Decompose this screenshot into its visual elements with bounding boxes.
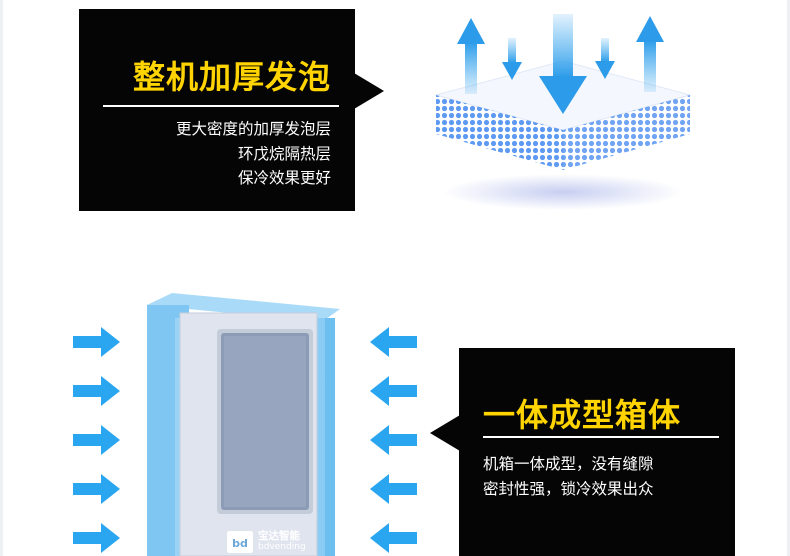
arrow-right-icon [73, 327, 120, 357]
cabinet-callout: 一体成型箱体 机箱一体成型，没有缝隙 密封性强，锁冷效果出众 [459, 348, 735, 556]
callout-pointer [430, 415, 460, 451]
arrow-right-group [73, 327, 120, 553]
svg-text:bd: bd [232, 537, 248, 550]
arrow-right-icon [73, 523, 120, 553]
arrow-up-icon [636, 16, 664, 92]
arrow-left-group [370, 327, 417, 553]
divider [483, 436, 719, 438]
divider [103, 105, 339, 107]
foam-callout: 整机加厚发泡 更大密度的加厚发泡层 环戊烷隔热层 保冷效果更好 [79, 9, 355, 211]
arrow-left-icon [370, 523, 417, 553]
logo-icon [227, 531, 253, 553]
arrow-left-icon [370, 425, 417, 455]
cabinet-title: 一体成型箱体 [483, 396, 682, 434]
arrow-left-icon [370, 327, 417, 357]
foam-line: 保冷效果更好 [237, 169, 331, 187]
cabinet-line: 密封性强，锁冷效果出众 [483, 480, 654, 498]
foam-line: 环戊烷隔热层 [237, 145, 331, 163]
arrow-up-icon [457, 18, 485, 94]
right-edge [787, 0, 790, 556]
cabinet-illustration: bd [147, 293, 340, 556]
logo-text: 宝达智能 bdvending [258, 531, 306, 553]
arrow-right-icon [73, 376, 120, 406]
arrow-left-icon [370, 474, 417, 504]
arrow-right-icon [73, 425, 120, 455]
foam-title: 整机加厚发泡 [132, 58, 331, 96]
foam-line: 更大密度的加厚发泡层 [175, 120, 331, 138]
arrow-right-icon [73, 474, 120, 504]
left-edge [0, 0, 3, 556]
arrow-left-icon [370, 376, 417, 406]
arrow-down-icon [502, 38, 522, 80]
arrow-down-icon [595, 38, 615, 79]
logo-name-en: bdvending [258, 542, 306, 552]
arrow-down-icon [539, 14, 587, 114]
cabinet-line: 机箱一体成型，没有缝隙 [483, 455, 654, 473]
callout-pointer [354, 73, 384, 109]
logo-name-cn: 宝达智能 [258, 530, 300, 542]
